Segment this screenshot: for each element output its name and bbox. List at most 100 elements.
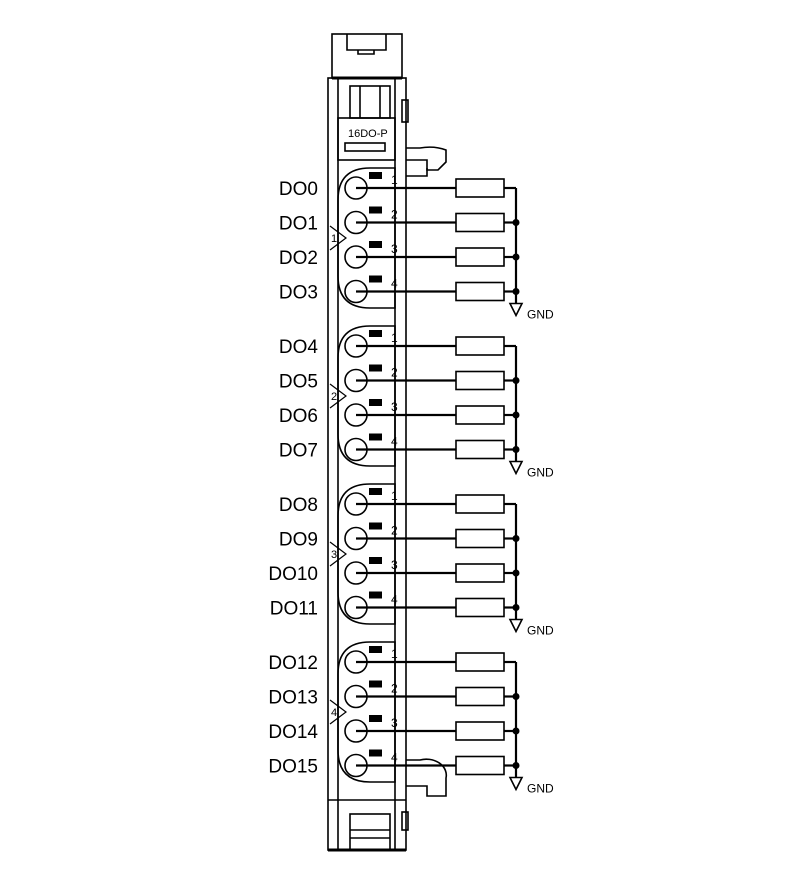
group-marker [329,383,347,409]
load-resistor [455,439,505,460]
channel-label: DO9 [279,530,318,551]
pin-number: 1 [391,489,398,503]
channel-label: DO11 [270,599,318,620]
label-slot [344,142,386,152]
ground-symbol [508,618,524,634]
ground-label: GND [527,308,554,322]
group-number: 3 [331,549,337,561]
load-resistor [455,178,505,198]
channel-do13: DO13 2 [268,680,520,709]
pin-number: 4 [391,435,398,449]
group-marker [329,225,347,251]
group-marker [329,541,347,567]
status-led [369,749,382,757]
pin-number: 3 [391,242,398,256]
pin-number: 1 [391,647,398,661]
status-led [369,206,382,214]
channel-do15: DO15 4 [268,749,520,778]
connector-block [337,483,396,625]
status-led [369,364,382,372]
label-panel [337,117,396,161]
channel-label: DO10 [268,564,318,585]
pin-number: 2 [391,682,398,696]
channel-label: DO1 [279,214,318,235]
status-led [369,172,382,179]
status-led [369,488,382,495]
load-resistor [455,247,505,267]
pin-number: 1 [391,173,398,187]
load-resistor [455,755,505,776]
load-resistor [455,597,505,618]
channel-do11: DO11 4 [270,591,520,620]
load-resistor [455,281,505,302]
channel-do0: DO0 1 [279,172,516,200]
load-resistor [455,652,505,672]
channel-label: DO12 [268,653,318,674]
status-led [369,591,382,599]
pin-number: 2 [391,208,398,222]
status-led [369,522,382,530]
channel-do5: DO5 2 [279,364,520,393]
channel-do2: DO2 3 [279,241,520,269]
pin-number: 1 [391,331,398,345]
status-led [369,557,382,564]
status-led [369,433,382,441]
group-number: 1 [331,233,337,245]
connector-block [337,641,396,783]
pin-number: 4 [391,751,398,765]
lever-wire [406,168,428,177]
module-name: 16DO-P [348,128,388,140]
load-resistor [455,336,505,356]
channel-label: DO13 [268,688,318,709]
channel-label: DO2 [279,248,318,269]
top-latch [331,33,403,79]
connector-block [337,167,396,309]
channel-label: DO7 [279,441,318,462]
group-number: 4 [331,707,337,719]
load-resistor [455,370,505,391]
pin-number: 3 [391,716,398,730]
load-resistor [455,494,505,514]
top-lever [406,146,447,171]
bottom-latch [349,813,391,851]
ground-symbol [508,302,524,318]
pin-number: 4 [391,277,398,291]
ground-symbol [508,776,524,792]
channel-label: DO6 [279,406,318,427]
ground-label: GND [527,466,554,480]
upper-clip [349,85,391,119]
connector-block [337,325,396,467]
pin-number: 3 [391,558,398,572]
pin-number: 2 [391,366,398,380]
channel-label: DO14 [268,722,318,743]
channel-do12: DO12 1 [268,646,516,674]
channel-label: DO15 [268,757,318,778]
pin-number: 4 [391,593,398,607]
channel-do10: DO10 3 [268,557,520,585]
channel-do1: DO1 2 [279,206,520,235]
load-resistor [455,528,505,549]
status-led [369,275,382,283]
status-led [369,646,382,653]
status-led [369,241,382,248]
group-number: 2 [331,391,337,403]
ground-symbol [508,460,524,476]
ground-label: GND [527,782,554,796]
load-resistor [455,405,505,425]
status-led [369,399,382,406]
load-resistor [455,563,505,583]
channel-label: DO0 [279,179,318,200]
load-resistor [455,721,505,741]
load-resistor [455,686,505,707]
channel-label: DO5 [279,372,318,393]
status-led [369,330,382,337]
